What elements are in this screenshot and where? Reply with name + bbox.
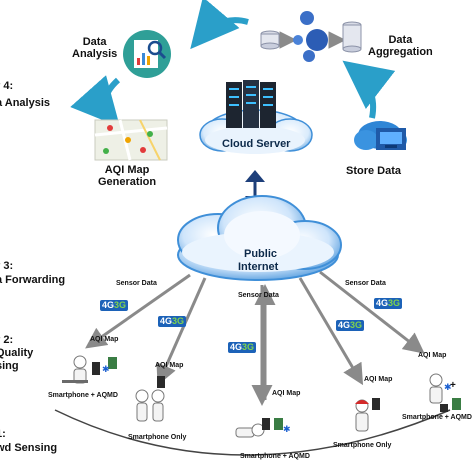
layer1-subtitle: wd Sensing: [0, 442, 58, 454]
device-group-5: ✱ +: [429, 373, 461, 412]
sensor-data-label-left: Sensor Data: [116, 280, 157, 287]
device-group-1: ✱: [62, 355, 117, 384]
aqi-map-label-1: AQI Map: [90, 336, 119, 343]
cloud-server-icon: [199, 80, 313, 154]
network-badge-1: 4G3G: [100, 300, 129, 311]
arrow-aggregation-to-analysis: [190, 0, 249, 50]
network-badge-2: 4G3G: [158, 316, 187, 327]
device-label-3: Smartphone + AQMD: [240, 453, 310, 460]
svg-text:✱: ✱: [283, 424, 291, 434]
svg-text:+: +: [450, 380, 456, 391]
public-internet-line1: Public: [244, 248, 278, 260]
sensor-data-label-mid: Sensor Data: [238, 292, 279, 299]
layer3-label: r 3:: [0, 260, 14, 272]
device-group-2: [135, 376, 165, 422]
data-analysis-icon: [123, 30, 171, 78]
aqi-map-label-3: AQI Map: [272, 390, 301, 397]
sensor-data-label-right: Sensor Data: [345, 280, 386, 287]
cloud-server-label: Cloud Server: [222, 138, 291, 150]
store-data-icon: [354, 121, 407, 150]
aqi-map-thumbnail: [94, 119, 168, 161]
public-internet-cloud: [177, 195, 342, 281]
device-group-4: [355, 398, 380, 432]
layer4-label: r 4:: [0, 80, 14, 92]
device-label-2: Smartphone Only: [128, 434, 187, 441]
layer3-subtitle: a Forwarding: [0, 274, 66, 286]
aqi-map-label-2: AQI Map: [155, 362, 184, 369]
data-aggregation-icon: [260, 11, 362, 62]
device-label-4: Smartphone Only: [333, 442, 392, 449]
device-label-5: Smartphone + AQMD: [402, 414, 472, 421]
ground-arc: [54, 409, 451, 456]
aqi-map-label-5: AQI Map: [418, 352, 447, 359]
store-data-label: Store Data: [346, 165, 402, 177]
device-group-3: ✱: [235, 418, 291, 438]
aqi-map-label-4: AQI Map: [364, 376, 393, 383]
arrow-store-to-aggregation: [342, 60, 396, 119]
layer2-subtitle-2: sing: [0, 360, 19, 372]
svg-text:✱: ✱: [102, 364, 110, 374]
device-label-1: Smartphone + AQMD: [48, 392, 118, 399]
layer2-subtitle-1: Quality: [0, 347, 34, 359]
layer1-label: 1:: [0, 428, 6, 440]
network-badge-4: 4G3G: [336, 320, 365, 331]
public-internet-line2: Internet: [238, 261, 279, 273]
network-badge-3: 4G3G: [228, 342, 257, 353]
arrow-analysis-to-map: [70, 75, 121, 127]
layer2-label: r 2:: [0, 334, 14, 346]
layer4-subtitle: a Analysis: [0, 97, 51, 109]
network-links: [85, 270, 425, 406]
network-badge-5: 4G3G: [374, 298, 403, 309]
svg-text:✱: ✱: [444, 382, 452, 392]
